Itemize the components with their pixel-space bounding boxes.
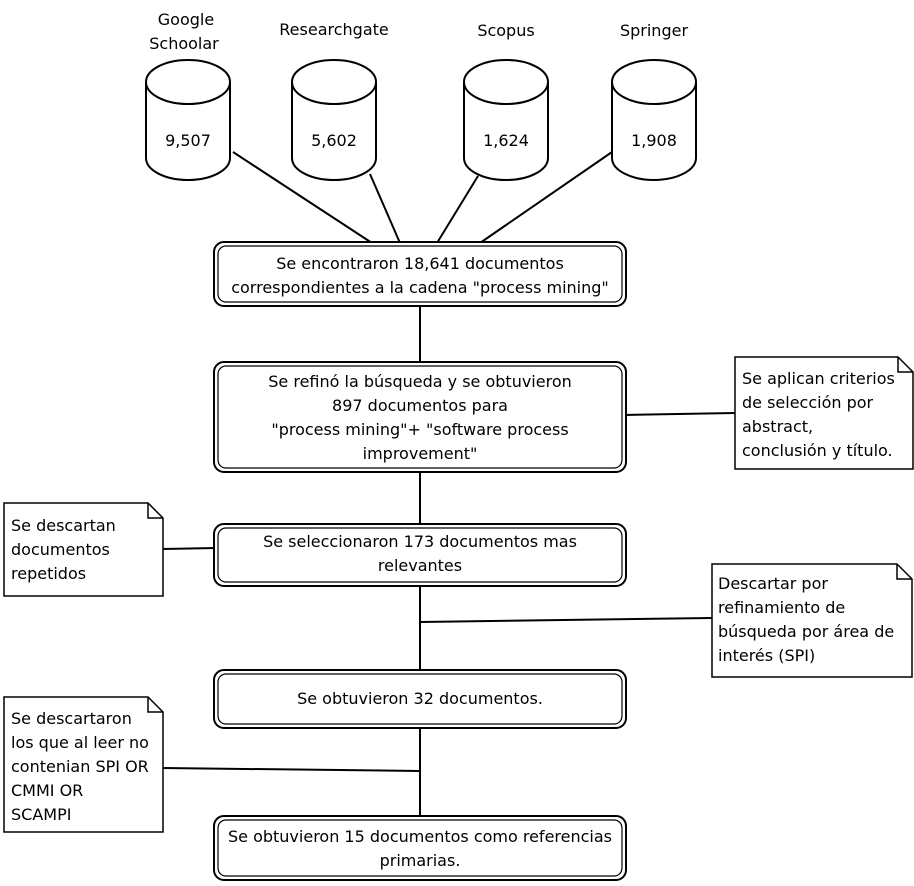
note-text: SCAMPI	[11, 805, 71, 824]
step-text: Se refinó la búsqueda y se obtuvieron	[268, 372, 572, 391]
connector-springer	[479, 151, 613, 244]
step-text: 897 documentos para	[332, 396, 508, 415]
note-text: CMMI OR	[11, 781, 83, 800]
step-text: correspondientes a la cadena "process mi…	[231, 278, 609, 297]
source-scopus: Scopus 1,624	[463, 21, 549, 181]
connector-scopus	[436, 175, 479, 244]
source-count: 5,602	[311, 131, 357, 150]
source-name: Springer	[620, 21, 688, 40]
note-spi: Descartar por refinamiento de búsqueda p…	[711, 563, 913, 678]
connector-google	[232, 151, 373, 244]
source-count: 9,507	[165, 131, 211, 150]
source-name: Schoolar	[149, 34, 219, 53]
source-count: 1,908	[631, 131, 677, 150]
source-count: 1,624	[483, 131, 529, 150]
step-text: relevantes	[378, 556, 462, 575]
step-text: improvement"	[363, 444, 478, 463]
note-text: Se descartan	[11, 516, 116, 535]
step-text: Se encontraron 18,641 documentos	[276, 254, 564, 273]
connector-note-criteria	[623, 412, 736, 416]
step-4-box: Se obtuvieron 32 documentos.	[213, 669, 627, 729]
step-1-box: Se encontraron 18,641 documentos corresp…	[213, 241, 627, 307]
step-2-box: Se refinó la búsqueda y se obtuvieron 89…	[213, 361, 627, 473]
connector-note-descartaron	[162, 767, 421, 772]
note-text: Descartar por	[718, 574, 828, 593]
note-text: interés (SPI)	[718, 646, 815, 665]
step-5-box: Se obtuvieron 15 documentos como referen…	[213, 815, 627, 881]
step-text: Se obtuvieron 15 documentos como referen…	[228, 827, 612, 846]
source-researchgate: Researchgate 5,602	[279, 20, 389, 181]
note-text: repetidos	[11, 564, 86, 583]
source-google: Google Schoolar 9,507	[145, 10, 231, 181]
connector-note-spi	[419, 617, 713, 623]
note-descartaron: Se descartaron los que al leer no conten…	[3, 696, 164, 833]
note-repetidos: Se descartan documentos repetidos	[3, 502, 164, 597]
note-text: conclusión y título.	[742, 441, 893, 460]
connector-researchgate	[369, 173, 401, 244]
source-name: Google	[158, 10, 214, 29]
note-text: de selección por	[742, 393, 874, 412]
step-text: primarias.	[380, 851, 461, 870]
note-text: Se aplican criterios	[742, 369, 895, 388]
note-text: los que al leer no	[11, 733, 149, 752]
step-text: "process mining"+ "software process	[271, 420, 568, 439]
note-text: documentos	[11, 540, 110, 559]
note-text: búsqueda por área de	[718, 622, 894, 641]
note-text: abstract,	[742, 417, 813, 436]
source-springer: Springer 1,908	[611, 21, 697, 181]
source-name: Researchgate	[279, 20, 388, 39]
note-text: Se descartaron	[11, 709, 132, 728]
note-text: contenian SPI OR	[11, 757, 149, 776]
connector-note-repetidos	[162, 547, 217, 550]
note-text: refinamiento de	[718, 598, 845, 617]
connectors	[162, 151, 736, 817]
note-criteria: Se aplican criterios de selección por ab…	[734, 356, 914, 470]
step-text: Se seleccionaron 173 documentos mas	[263, 532, 577, 551]
source-name: Scopus	[477, 21, 534, 40]
step-text: Se obtuvieron 32 documentos.	[297, 689, 543, 708]
step-3-box: Se seleccionaron 173 documentos mas rele…	[213, 523, 627, 587]
